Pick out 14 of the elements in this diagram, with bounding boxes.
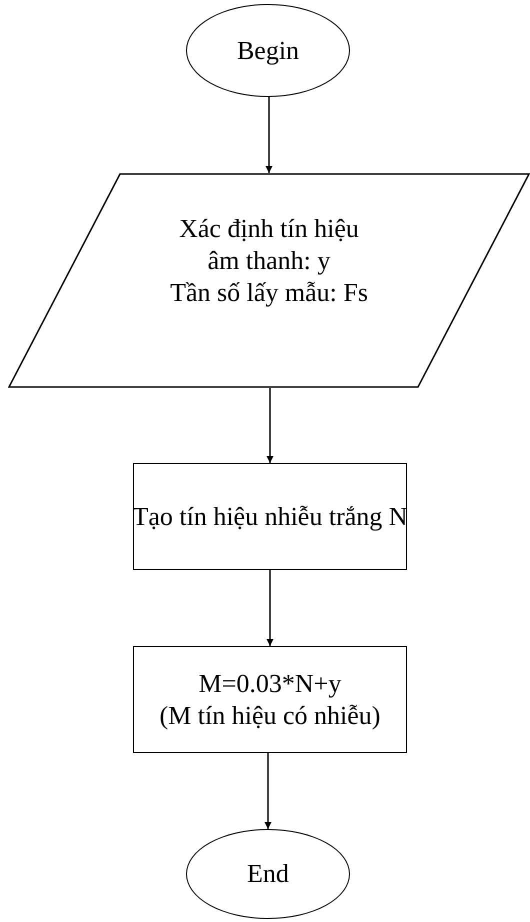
node-text: M=0.03*N+y xyxy=(198,668,342,700)
node-text: Xác định tín hiệu âm thanh: y xyxy=(178,212,360,276)
arrow xyxy=(266,388,274,463)
arrow xyxy=(266,97,272,173)
process-box xyxy=(133,463,407,570)
node-text: End xyxy=(247,858,289,890)
input-parallelogram xyxy=(8,173,530,388)
node-text: Begin xyxy=(236,34,300,66)
node-text: Tạo tín hiệu nhiễu trắng N xyxy=(132,500,408,532)
arrow xyxy=(264,753,272,829)
node-text: (M tín hiệu có nhiễu) xyxy=(160,700,380,732)
node-text: Tần số lấy mẫu: Fs xyxy=(170,276,368,308)
process-box xyxy=(133,646,407,753)
arrow xyxy=(266,570,274,646)
